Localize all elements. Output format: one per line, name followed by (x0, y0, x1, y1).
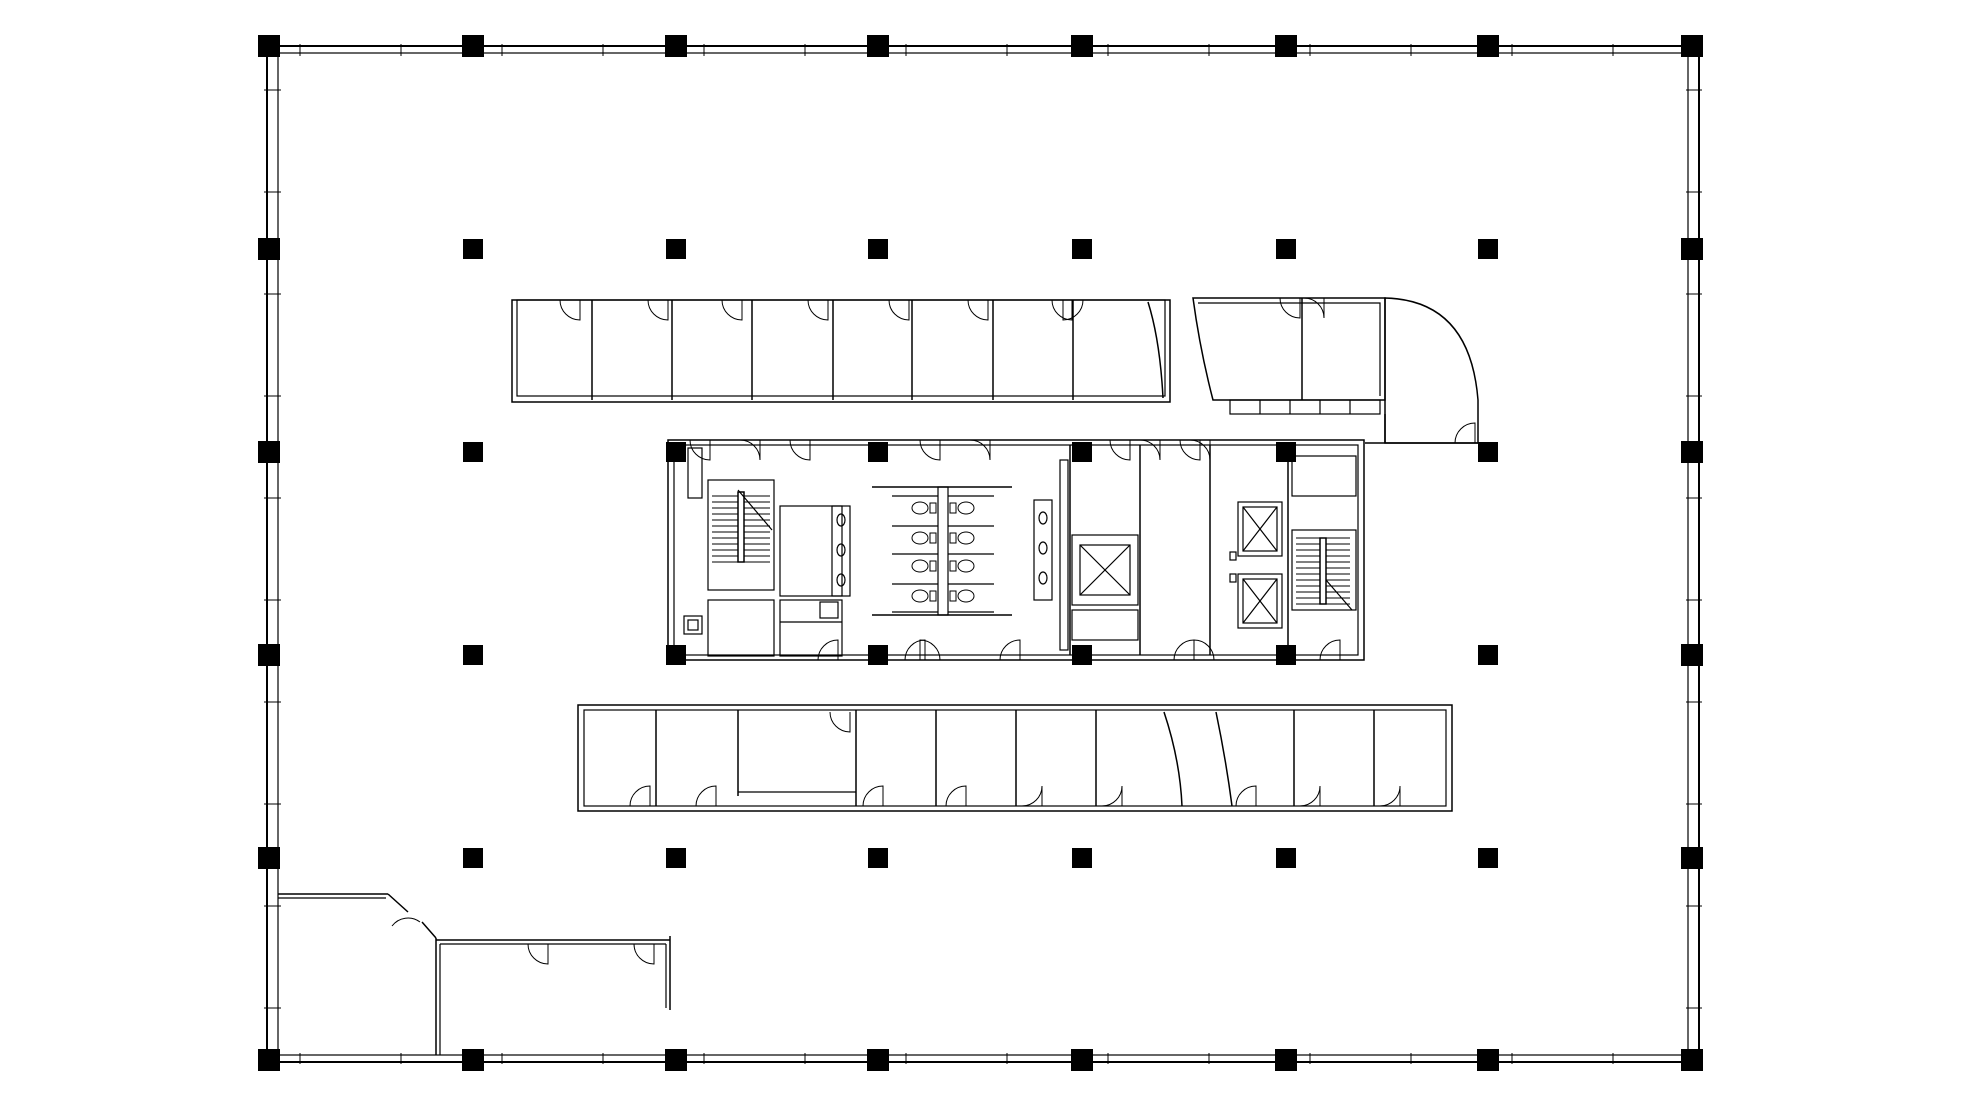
column (666, 848, 686, 868)
column (1681, 441, 1703, 463)
column (1276, 239, 1296, 259)
south-west-rooms (278, 893, 671, 1055)
column (867, 35, 889, 57)
column (1478, 442, 1498, 462)
column (1477, 35, 1499, 57)
column (1276, 848, 1296, 868)
column (868, 848, 888, 868)
north-office-row (511, 299, 1171, 403)
column (258, 35, 280, 57)
restroom-stalls (872, 486, 1012, 616)
column (666, 239, 686, 259)
column (1681, 1049, 1703, 1071)
column (463, 848, 483, 868)
column (1478, 848, 1498, 868)
column (868, 442, 888, 462)
stair-west (687, 447, 775, 591)
column (1275, 35, 1297, 57)
column (258, 441, 280, 463)
column (463, 442, 483, 462)
north-east-offices (1192, 297, 1479, 444)
column (665, 1049, 687, 1071)
south-office-row (577, 704, 1453, 812)
column (258, 238, 280, 260)
column (665, 35, 687, 57)
column (1681, 35, 1703, 57)
elevator-3 (1237, 573, 1283, 629)
column (1071, 35, 1093, 57)
column (867, 1049, 889, 1071)
column (1072, 848, 1092, 868)
elevator-1 (1079, 544, 1131, 596)
outer-shell (264, 44, 1702, 1064)
column (462, 35, 484, 57)
column (868, 239, 888, 259)
column (1478, 645, 1498, 665)
column (1477, 1049, 1499, 1071)
column (1072, 239, 1092, 259)
building-core (667, 439, 1365, 661)
sinks-west (831, 505, 851, 597)
sinks-east (1033, 499, 1053, 601)
elevator-2 (1237, 501, 1283, 557)
structural-columns (258, 35, 1703, 1071)
column (1681, 238, 1703, 260)
column (1276, 442, 1296, 462)
column (258, 847, 280, 869)
column (463, 645, 483, 665)
column (1275, 1049, 1297, 1071)
column (1071, 1049, 1093, 1071)
column (1681, 847, 1703, 869)
column (1681, 644, 1703, 666)
stair-east (1291, 529, 1357, 611)
column (462, 1049, 484, 1071)
column (666, 442, 686, 462)
column (1072, 442, 1092, 462)
column (258, 644, 280, 666)
curtain-wall-mullions (264, 44, 1702, 1064)
column (1478, 239, 1498, 259)
column (463, 239, 483, 259)
column (258, 1049, 280, 1071)
